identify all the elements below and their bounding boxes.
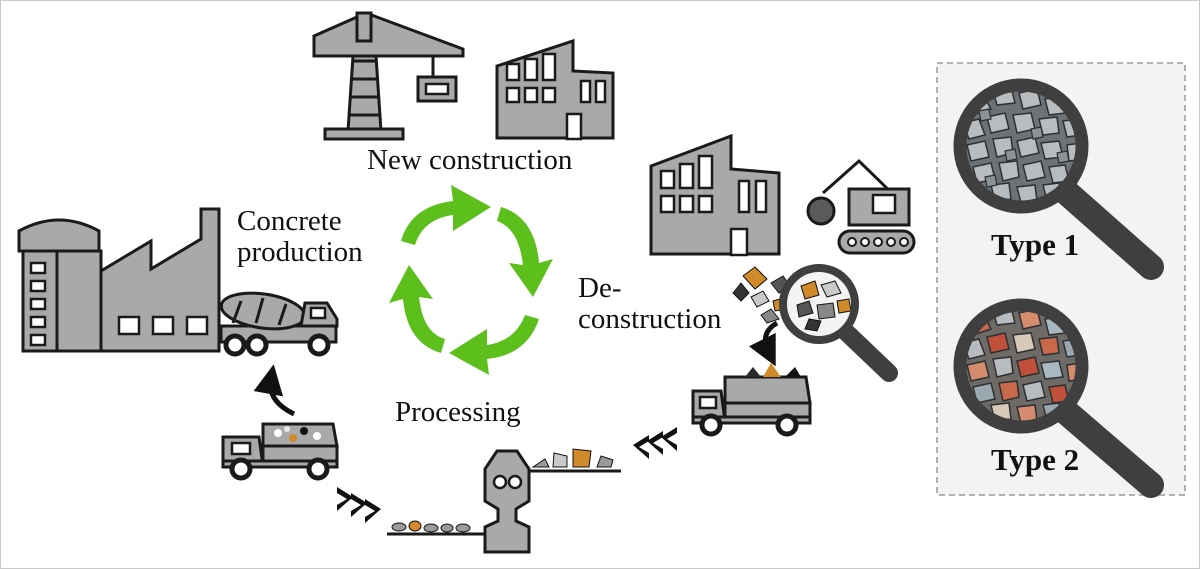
- building-icon-right: [649, 133, 781, 257]
- arrow-down-icon: [748, 320, 779, 367]
- label-deconstruction-line2: construction: [578, 303, 722, 335]
- dump-truck-icon-right: [691, 363, 812, 437]
- label-new-construction: New construction: [367, 144, 573, 176]
- magnifier-icon-type2: [953, 298, 1164, 498]
- label-deconstruction: De- construction: [578, 273, 721, 335]
- chevron-arrows-icon-right: [633, 427, 677, 459]
- label-deconstruction-line1: De-: [578, 272, 622, 304]
- label-type-1: Type 1: [991, 227, 1080, 262]
- cycle-arrows: [389, 185, 553, 375]
- label-concrete-production: Concrete production: [237, 206, 363, 268]
- dump-truck-icon-left: [221, 422, 339, 481]
- magnifier-icon-type1: [953, 78, 1164, 280]
- chevron-arrows-icon-left: [337, 487, 381, 523]
- excavator-icon: [806, 158, 916, 255]
- magnifier-icon-small: [779, 264, 898, 382]
- arrow-up-icon: [253, 364, 296, 417]
- label-concrete-production-line1: Concrete: [237, 205, 342, 237]
- label-processing: Processing: [395, 396, 521, 428]
- building-icon: [495, 38, 615, 141]
- crane-icon: [312, 11, 465, 141]
- mixer-truck-icon: [219, 291, 339, 357]
- label-concrete-production-line2: production: [237, 236, 363, 268]
- factory-icon: [17, 207, 221, 353]
- label-type-2: Type 2: [991, 442, 1080, 477]
- crusher-icon: [387, 448, 621, 554]
